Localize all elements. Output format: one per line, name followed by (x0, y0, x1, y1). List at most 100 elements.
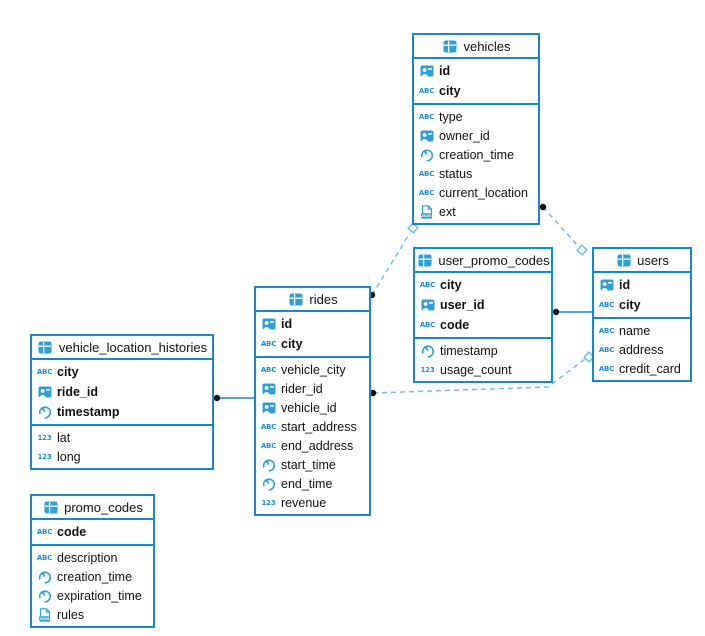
numeric-type-icon: 123 (37, 433, 52, 442)
column-timestamp[interactable]: timestamp (32, 402, 212, 422)
column-name-label: city (439, 84, 461, 98)
column-end_time[interactable]: end_time (256, 474, 369, 493)
abc-type-icon: ABC (260, 441, 277, 450)
relationship-dot (213, 394, 221, 402)
column-name-label: ride_id (57, 385, 98, 399)
column-rider_id[interactable]: rider_id (256, 379, 369, 398)
table-header-promo_codes[interactable]: promo_codes (32, 496, 153, 520)
column-name-label: city (281, 337, 303, 351)
column-name-label: city (57, 365, 79, 379)
column-name-label: name (619, 323, 651, 338)
relationship-dot (369, 389, 377, 397)
table-icon (287, 293, 304, 306)
column-ride_id[interactable]: ride_id (32, 382, 212, 402)
column-creation_time[interactable]: creation_time (32, 567, 153, 586)
column-id[interactable]: id (256, 314, 369, 334)
column-name-label: rider_id (281, 381, 323, 396)
numeric-type-icon: 123 (37, 452, 52, 461)
abc-type-icon: ABC (418, 169, 435, 178)
clock-icon (260, 477, 277, 491)
column-user_id[interactable]: user_id (415, 295, 551, 315)
table-header-rides[interactable]: rides (256, 288, 369, 312)
column-start_time[interactable]: start_time (256, 455, 369, 474)
json-type-icon: JSON (418, 204, 435, 219)
clock-icon (36, 405, 53, 419)
table-header-vehicles[interactable]: vehicles (414, 35, 538, 59)
column-id[interactable]: id (594, 275, 690, 295)
column-status[interactable]: ABC status (414, 164, 538, 183)
relationship-diamond (576, 244, 588, 256)
id-card-icon (598, 278, 615, 292)
id-card-icon (260, 401, 277, 415)
relationship-line-vehicles-users[interactable] (542, 206, 579, 247)
numeric-type-icon: 123 (261, 498, 276, 507)
clock-icon (260, 458, 277, 472)
column-name-label: city (440, 278, 462, 292)
abc-type-icon: ABC (260, 365, 277, 374)
table-name: rides (309, 291, 338, 307)
column-name-label: long (57, 449, 81, 464)
table-icon (42, 501, 59, 514)
column-name-label: creation_time (57, 569, 133, 584)
column-vehicle_id[interactable]: vehicle_id (256, 398, 369, 417)
column-timestamp[interactable]: timestamp (415, 341, 551, 360)
column-name-label: timestamp (440, 343, 498, 358)
table-header-vehicle_location_histories[interactable]: vehicle_location_histories (32, 336, 212, 360)
relationship-line-rides-users[interactable] (372, 358, 586, 394)
relationship-diamond (583, 351, 595, 363)
column-city[interactable]: ABC city (414, 81, 538, 101)
relationship-dot (552, 308, 560, 316)
column-name-label: creation_time (439, 147, 515, 162)
column-id[interactable]: id (414, 61, 538, 81)
column-name-label: credit_card (619, 361, 681, 376)
table-header-user_promo_codes[interactable]: user_promo_codes (415, 249, 551, 273)
column-long[interactable]: 123 long (32, 447, 212, 466)
table-header-users[interactable]: users (594, 249, 690, 273)
id-card-icon (418, 64, 435, 78)
column-expiration_time[interactable]: expiration_time (32, 586, 153, 605)
table-icon (37, 341, 54, 354)
table-name: users (637, 252, 669, 268)
relationship-diamond (407, 222, 419, 234)
id-card-icon (418, 129, 435, 143)
column-creation_time[interactable]: creation_time (414, 145, 538, 164)
column-name-label: id (281, 317, 293, 331)
abc-type-icon: ABC (36, 553, 53, 562)
column-owner_id[interactable]: owner_id (414, 126, 538, 145)
abc-type-icon: ABC (418, 87, 435, 95)
column-name-label: status (439, 166, 473, 181)
svg-text:JSON: JSON (420, 214, 431, 218)
relationship-line-rides-vehicles[interactable] (371, 232, 411, 296)
